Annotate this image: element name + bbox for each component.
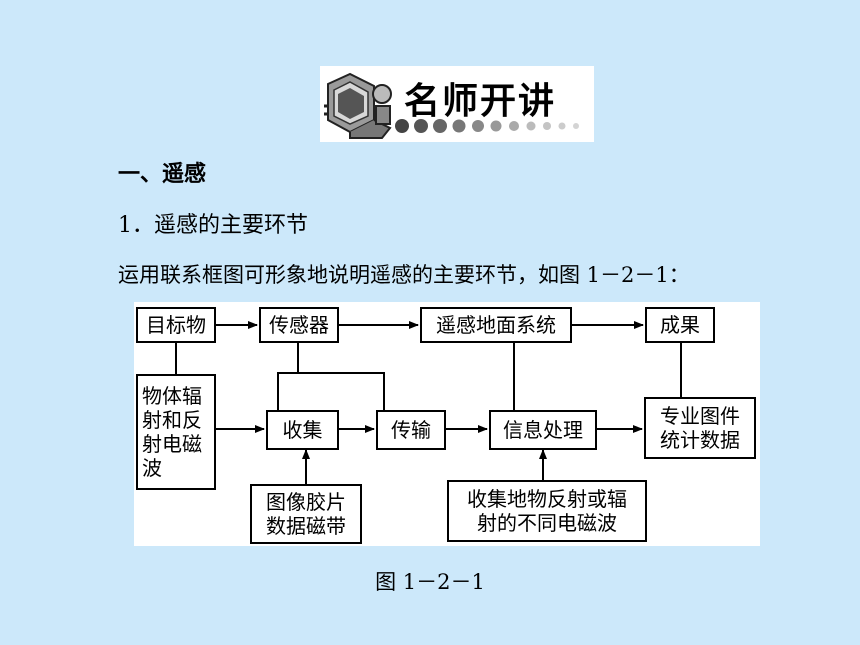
node-target-object: 目标物 <box>136 307 216 343</box>
banner-title: 名师开讲 <box>404 81 557 122</box>
edge-sensor-transmit <box>298 372 385 410</box>
node-film-tape: 图像胶片 数据磁带 <box>250 484 362 544</box>
node-result: 成果 <box>645 307 715 343</box>
edge-sensor-split <box>277 343 299 410</box>
decorative-dots <box>395 119 579 133</box>
node-ground-system: 遥感地面系统 <box>420 307 572 343</box>
figure-caption: 图 1－2－1 <box>375 570 485 594</box>
section-heading: 一、遥感 <box>118 162 207 187</box>
intro-paragraph: 运用联系框图可形象地说明遥感的主要环节，如图 1－2－1： <box>118 263 690 287</box>
subsection-heading: 1．遥感的主要环节 <box>118 213 308 238</box>
node-products: 专业图件 统计数据 <box>644 397 756 459</box>
node-radiation: 物体辐 射和反 射电磁 波 <box>136 374 216 490</box>
remote-sensing-flow-diagram: 目标物 传感器 遥感地面系统 成果 物体辐 射和反 射电磁 波 收集 传输 信息… <box>134 302 760 546</box>
node-collect: 收集 <box>266 410 339 450</box>
diagram-connectors <box>175 321 682 484</box>
node-sensor: 传感器 <box>259 307 339 343</box>
node-transmit: 传输 <box>376 410 446 450</box>
section-banner: 名师开讲 <box>320 66 594 142</box>
node-info-processing: 信息处理 <box>489 410 597 450</box>
node-collect-spectra: 收集地物反射或辐 射的不同电磁波 <box>447 480 647 542</box>
computer-icon <box>320 66 400 142</box>
